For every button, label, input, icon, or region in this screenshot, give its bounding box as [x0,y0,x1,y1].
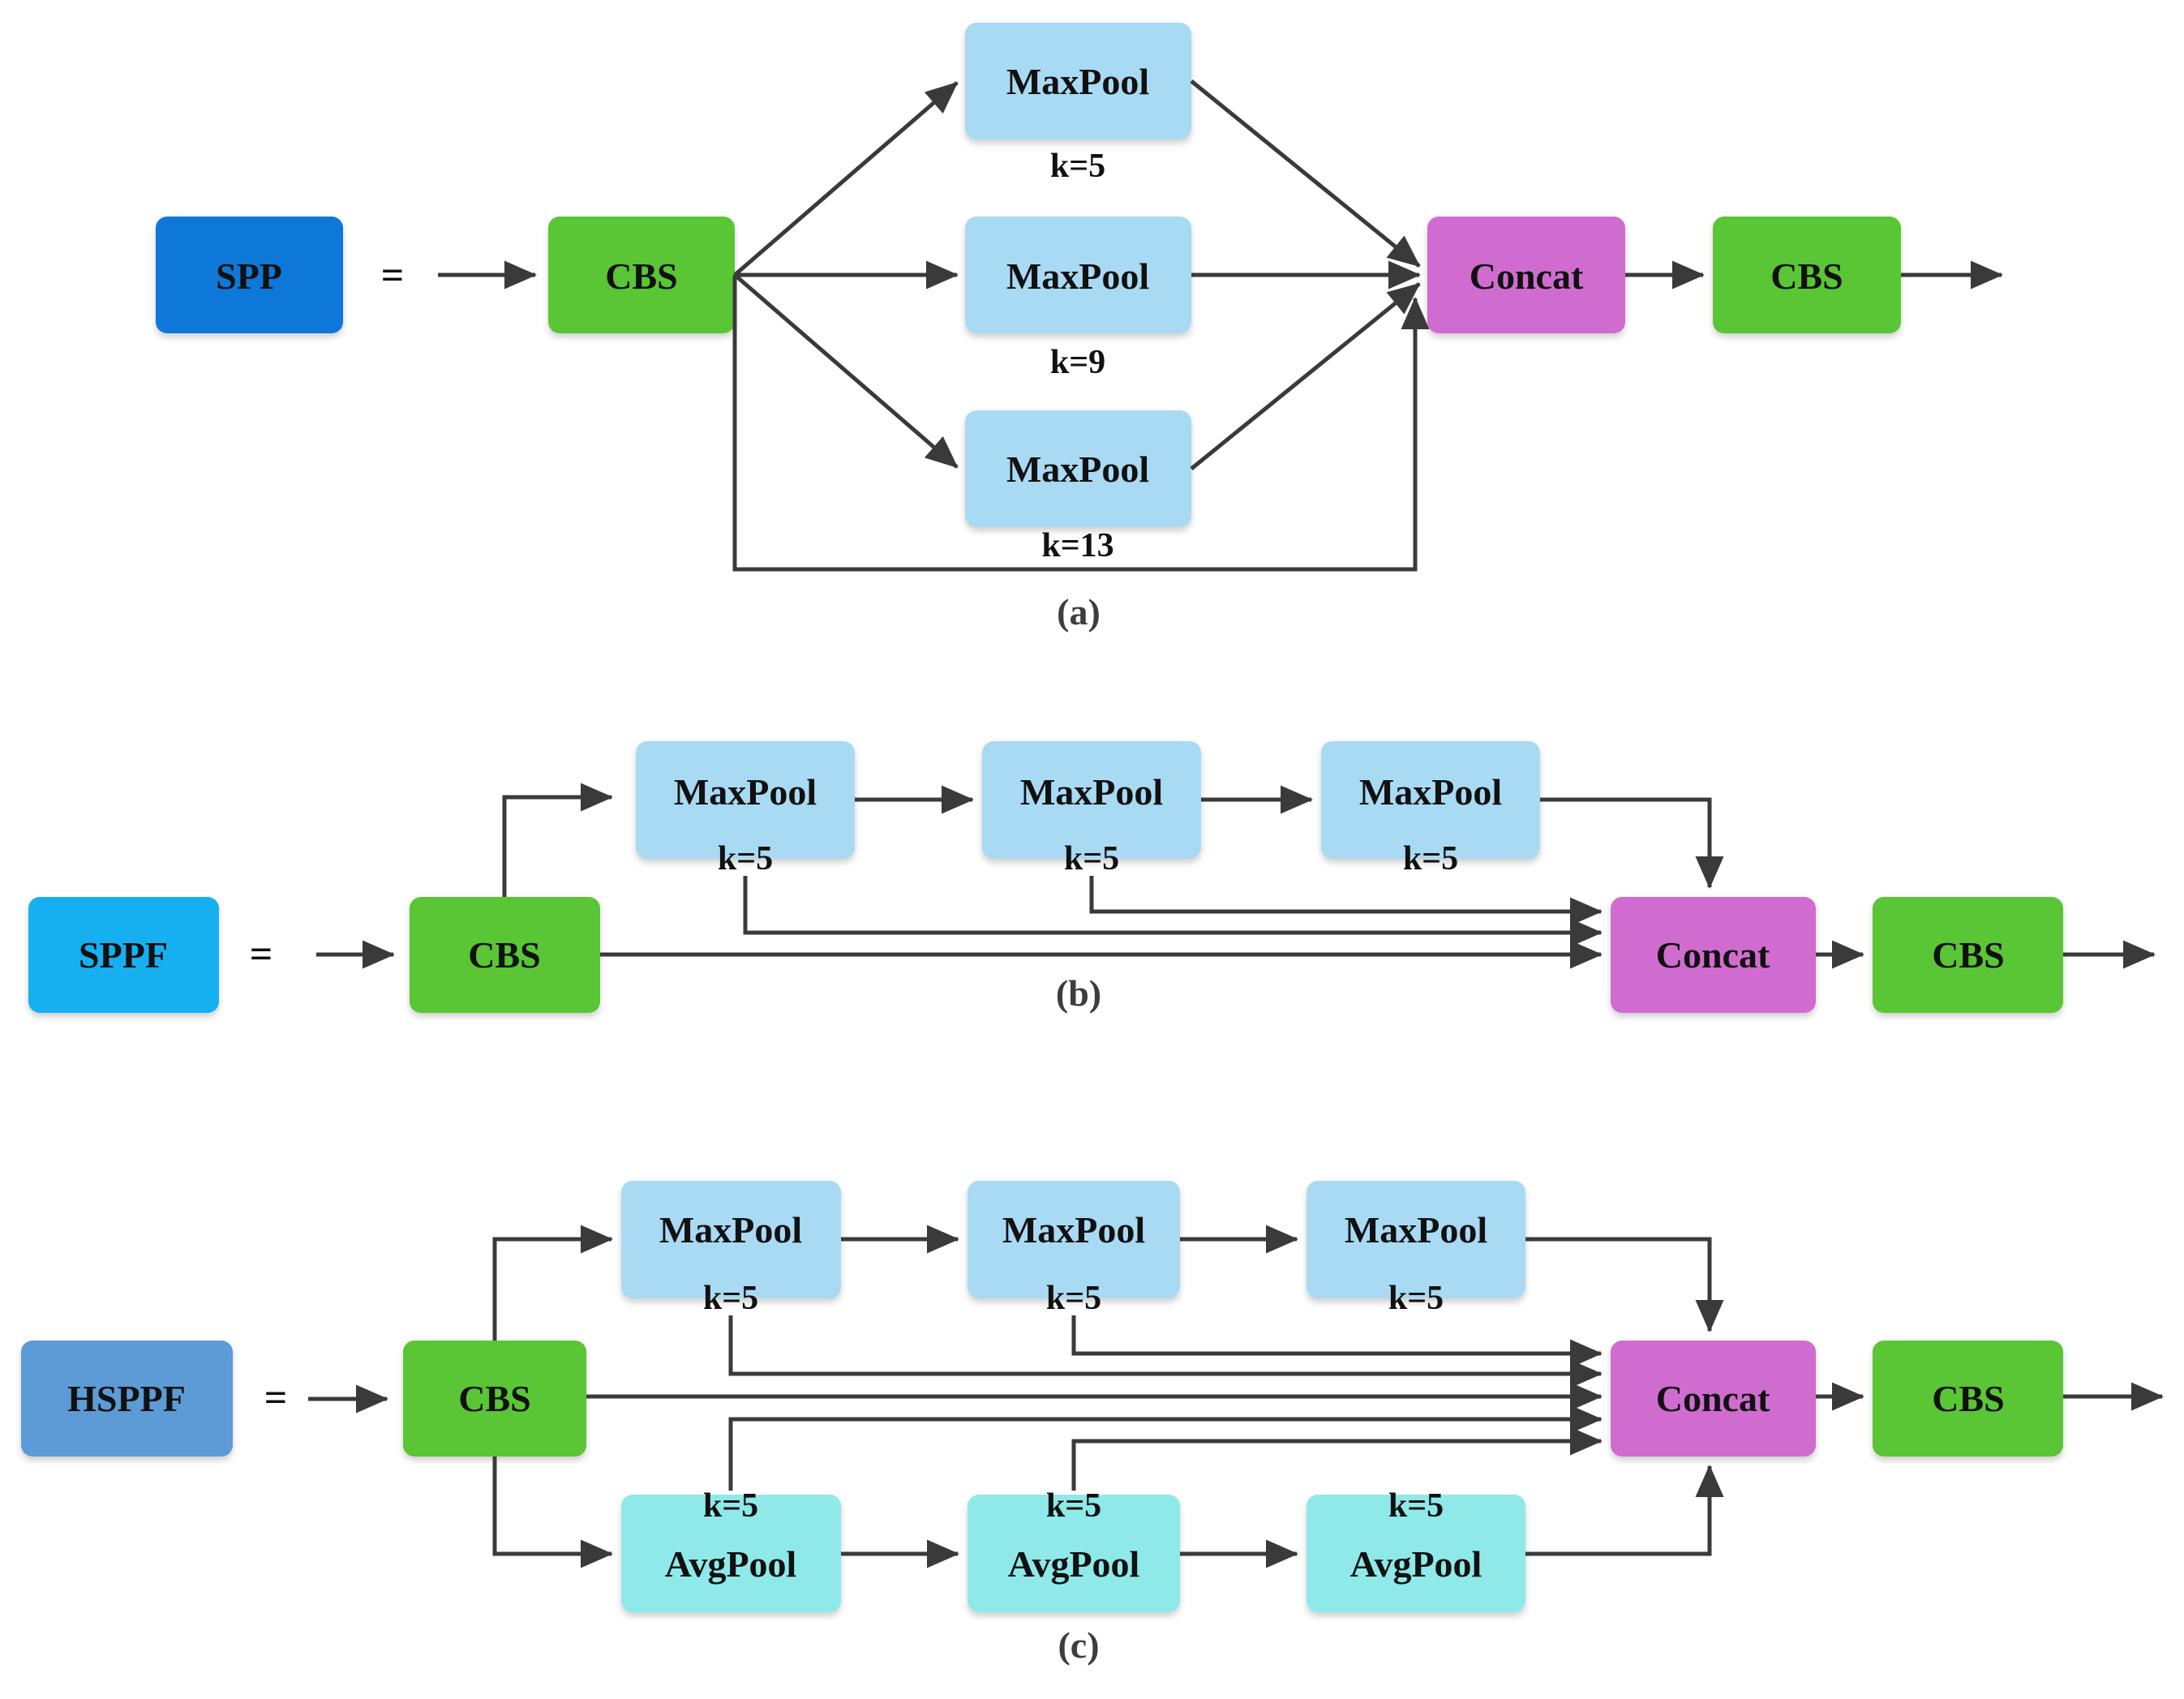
avg-kernel2-label-c: k=5 [1046,1487,1101,1525]
avgpool3-box-c [1307,1495,1525,1612]
avgpool1-label-c: AvgPool [665,1543,797,1585]
equals-sign-c: = [264,1375,288,1420]
avgpool2-box-c [968,1495,1180,1612]
cbs-input-label-a: CBS [605,255,677,297]
edge-maxpool2-tap-to-concat-b [1089,876,1603,926]
cbs-output-label-a: CBS [1770,255,1843,297]
caption-a: (a) [1057,591,1101,633]
maxpool2-label-b: MaxPool [1020,771,1163,813]
cbs-output-box-c [1873,1341,2063,1457]
edge-avgpool1-tap-to-concat-c [728,1405,1603,1491]
edge-avgpool3-to-concat-bottom-c [1525,1464,1724,1556]
maxpool1-label-c: MaxPool [659,1209,802,1251]
panel-c: HSPPF = CBS MaxPool k=5 MaxPool k=5 MaxP… [21,1181,2165,1666]
cbs-output-box-b [1873,897,2063,1013]
spp-module-label: SPP [216,255,282,297]
max-kernel3-label-c: k=5 [1388,1280,1444,1317]
edge-maxpool3-to-concat-top-b [1540,797,1724,890]
edge-avgpool2-tap-to-concat-c [1071,1427,1603,1491]
cbs-input-box-c [403,1341,586,1457]
maxpool2-box-b [982,741,1201,859]
maxpool3-label-b: MaxPool [1359,771,1502,813]
edge-maxpool2-tap-to-concat-c [1071,1315,1603,1368]
maxpool2-label-c: MaxPool [1002,1209,1145,1251]
maxpool1-box-b [636,741,855,859]
max-kernel2-label-c: k=5 [1046,1280,1101,1317]
max-kernel1-label-c: k=5 [703,1280,758,1317]
kernel1-label-b: k=5 [718,840,773,877]
maxpool-k9-label-a: MaxPool [1006,255,1149,297]
maxpool1-box-c [621,1181,841,1298]
caption-c: (c) [1058,1624,1099,1666]
cbs-input-box-a [548,217,735,333]
concat-box-b [1611,897,1816,1013]
cbs-output-label-c: CBS [1932,1378,2004,1419]
concat-label-b: Concat [1656,934,1770,976]
hsppf-module-box [21,1341,233,1457]
cbs-output-label-b: CBS [1932,934,2004,976]
edge-maxpool-k5-to-concat-a [1190,79,1421,268]
avgpool1-box-c [621,1495,841,1612]
kernel-k5-label-a: k=5 [1050,148,1105,185]
hsppf-module-label: HSPPF [67,1378,186,1419]
maxpool-k13-label-a: MaxPool [1006,448,1149,490]
maxpool-k9-box-a [965,217,1191,333]
panel-b: SPPF = CBS MaxPool k=5 MaxPool k=5 MaxPo… [28,741,2156,1014]
avgpool3-label-c: AvgPool [1350,1543,1482,1585]
concat-box-a [1427,217,1625,333]
maxpool3-box-c [1307,1181,1525,1298]
equals-sign-a: = [381,252,405,298]
kernel-k9-label-a: k=9 [1050,344,1105,381]
edge-maxpool1-tap-to-concat-c [728,1315,1603,1388]
sppf-module-label: SPPF [79,934,168,976]
maxpool-k5-label-a: MaxPool [1006,61,1149,102]
sppf-module-box [28,897,219,1013]
maxpool3-label-c: MaxPool [1345,1209,1487,1251]
cbs-input-label-c: CBS [458,1378,530,1419]
concat-label-a: Concat [1470,255,1584,297]
avg-kernel3-label-c: k=5 [1388,1487,1444,1525]
edge-shortcut-bypass-a [732,275,1430,572]
cbs-input-box-b [410,897,600,1013]
avg-kernel1-label-c: k=5 [703,1487,758,1525]
spp-module-box [156,217,343,333]
concat-label-c: Concat [1656,1378,1770,1419]
caption-b: (b) [1056,972,1101,1014]
edge-cbs-to-maxpool1-b [502,783,614,897]
concat-box-c [1611,1341,1816,1457]
maxpool1-label-b: MaxPool [674,771,817,813]
panel-a: SPP = CBS MaxPool k=5 MaxPool k=9 MaxPoo… [156,23,2004,633]
maxpool-k13-box-a [965,410,1191,527]
kernel3-label-b: k=5 [1403,840,1458,877]
maxpool2-box-c [968,1181,1180,1298]
maxpool-k5-box-a [965,23,1191,139]
equals-sign-b: = [250,931,273,976]
edge-maxpool3-to-concat-top-c [1525,1237,1724,1333]
avgpool2-label-c: AvgPool [1008,1543,1140,1585]
edge-cbs-to-avgpool1-c [492,1457,614,1568]
maxpool3-box-b [1321,741,1540,859]
edge-cbs-to-maxpool-k13-a [733,273,959,469]
cbs-input-label-b: CBS [468,934,540,976]
edge-maxpool-k13-to-concat-a [1190,282,1421,470]
edge-cbs-to-maxpool1-c [492,1225,614,1341]
edge-maxpool1-tap-to-concat-b [743,876,1603,947]
kernel2-label-b: k=5 [1064,840,1119,877]
edge-cbs-to-maxpool-k5-a [733,81,959,277]
cbs-output-box-a [1713,217,1901,333]
kernel-k13-label-a: k=13 [1041,527,1113,564]
